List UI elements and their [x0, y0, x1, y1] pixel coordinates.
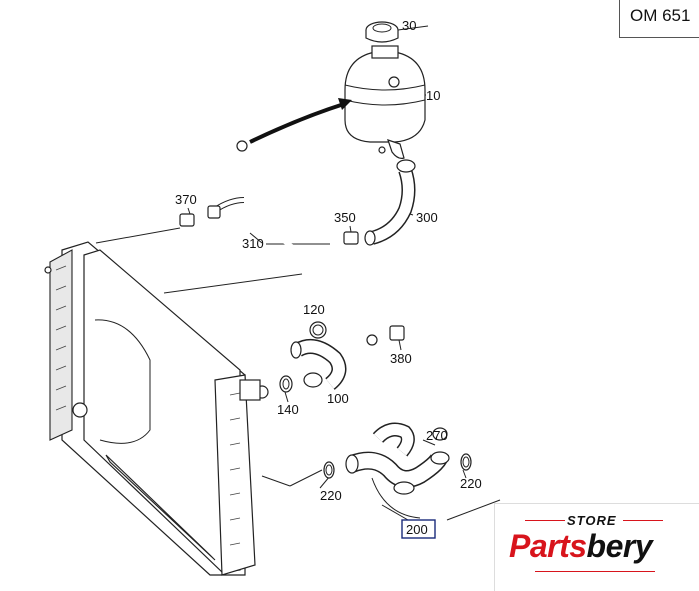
hose-300 [364, 159, 416, 246]
callout-310: 310 [242, 236, 264, 251]
clamps [179, 205, 405, 341]
expansion-tank [344, 45, 426, 159]
callout-200-highlight [401, 519, 436, 539]
logo-rule-left [525, 520, 565, 521]
logo-brand: Partsbery [509, 528, 653, 565]
radiator [44, 241, 269, 576]
callout-220-left: 220 [320, 488, 342, 503]
logo-brand-part1: Parts [509, 528, 587, 564]
callout-220-right: 220 [460, 476, 482, 491]
callout-30: 30 [402, 18, 416, 33]
callout-140: 140 [277, 402, 299, 417]
callout-300: 300 [416, 210, 438, 225]
callout-380: 380 [390, 351, 412, 366]
callout-200: 200 [406, 522, 428, 537]
logo-brand-part2: bery [586, 528, 653, 564]
callout-labels: 30 10 370 350 300 310 120 380 140 100 27… [175, 18, 482, 539]
callout-370: 370 [175, 192, 197, 207]
lower-hose-group [323, 422, 472, 519]
logo-rule-right [623, 520, 663, 521]
callout-270: 270 [426, 428, 448, 443]
vent-hose [213, 98, 378, 346]
logo-underline [535, 571, 655, 572]
logo-store-text: STORE [567, 513, 617, 528]
upper-hose-group [279, 321, 347, 393]
engine-code: OM 651 [630, 6, 691, 25]
store-logo: STORE Partsbery [494, 503, 699, 591]
callout-10: 10 [426, 88, 440, 103]
callout-120: 120 [303, 302, 325, 317]
callout-350: 350 [334, 210, 356, 225]
tank-cap [365, 21, 399, 43]
engine-code-box: OM 651 [619, 0, 699, 38]
callout-100: 100 [327, 391, 349, 406]
